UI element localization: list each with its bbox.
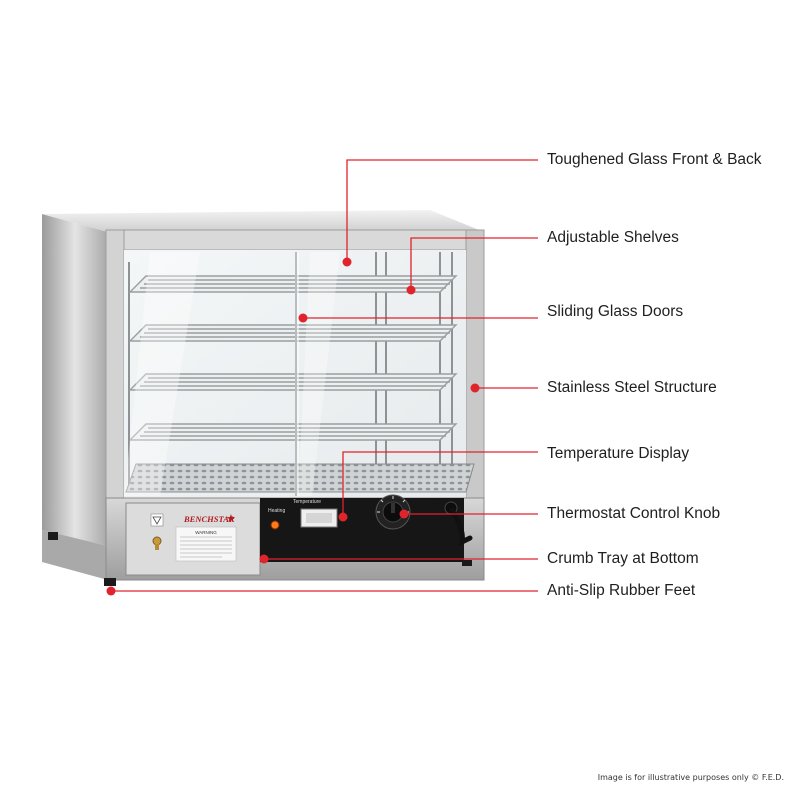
callout-toughened-glass: Toughened Glass Front & Back — [547, 151, 762, 168]
rubber-foot — [462, 560, 472, 566]
glass-reflection — [298, 252, 340, 496]
temperature-label: Temperature — [293, 499, 321, 505]
brand-star-icon: ★ — [226, 512, 236, 525]
callout-dot — [470, 383, 480, 393]
drain-valve — [152, 536, 162, 546]
callout-dot — [342, 257, 352, 267]
perforated-base-tray — [125, 463, 475, 493]
callout-temperature-display: Temperature Display — [547, 445, 690, 462]
heating-label: Heating — [268, 508, 285, 514]
callout-stainless-steel: Stainless Steel Structure — [547, 379, 717, 396]
shelf — [128, 423, 458, 441]
callout-dot — [259, 554, 269, 564]
leader-shelves — [410, 237, 538, 290]
callout-rubber-feet: Anti-Slip Rubber Feet — [547, 582, 696, 599]
power-cord — [449, 507, 473, 547]
callout-adjustable-shelves: Adjustable Shelves — [547, 229, 679, 246]
disclaimer-text: Image is for illustrative purposes only … — [597, 773, 784, 782]
callout-dot — [298, 313, 308, 323]
callout-dot — [338, 512, 348, 522]
warning-title: WARNING — [195, 530, 217, 535]
shelf — [128, 373, 458, 391]
callout-dot — [399, 509, 409, 519]
callout-sliding-doors: Sliding Glass Doors — [547, 303, 684, 320]
glass-reflection — [124, 252, 200, 496]
callout-leaders — [111, 159, 538, 592]
front-frame-left — [105, 229, 125, 507]
warmer-cabinet: WARNING BENCHSTAR ★ Heating Temperature — [42, 210, 485, 586]
control-panel — [260, 498, 464, 562]
callout-thermostat-knob: Thermostat Control Knob — [547, 505, 721, 522]
left-side-panel — [42, 214, 108, 546]
callout-dot — [106, 586, 116, 596]
callout-dot — [406, 285, 416, 295]
front-frame-top — [105, 229, 485, 251]
top-panel — [42, 210, 484, 232]
base-side — [42, 530, 108, 580]
brand-logo: BENCHSTAR — [183, 514, 235, 524]
leader-glass — [346, 159, 538, 262]
callout-crumb-tray: Crumb Tray at Bottom — [547, 550, 699, 567]
rubber-foot — [48, 532, 58, 540]
leader-temp — [342, 451, 538, 517]
rubber-foot — [104, 578, 116, 586]
heating-indicator-light — [270, 520, 280, 530]
warning-label — [175, 526, 237, 562]
